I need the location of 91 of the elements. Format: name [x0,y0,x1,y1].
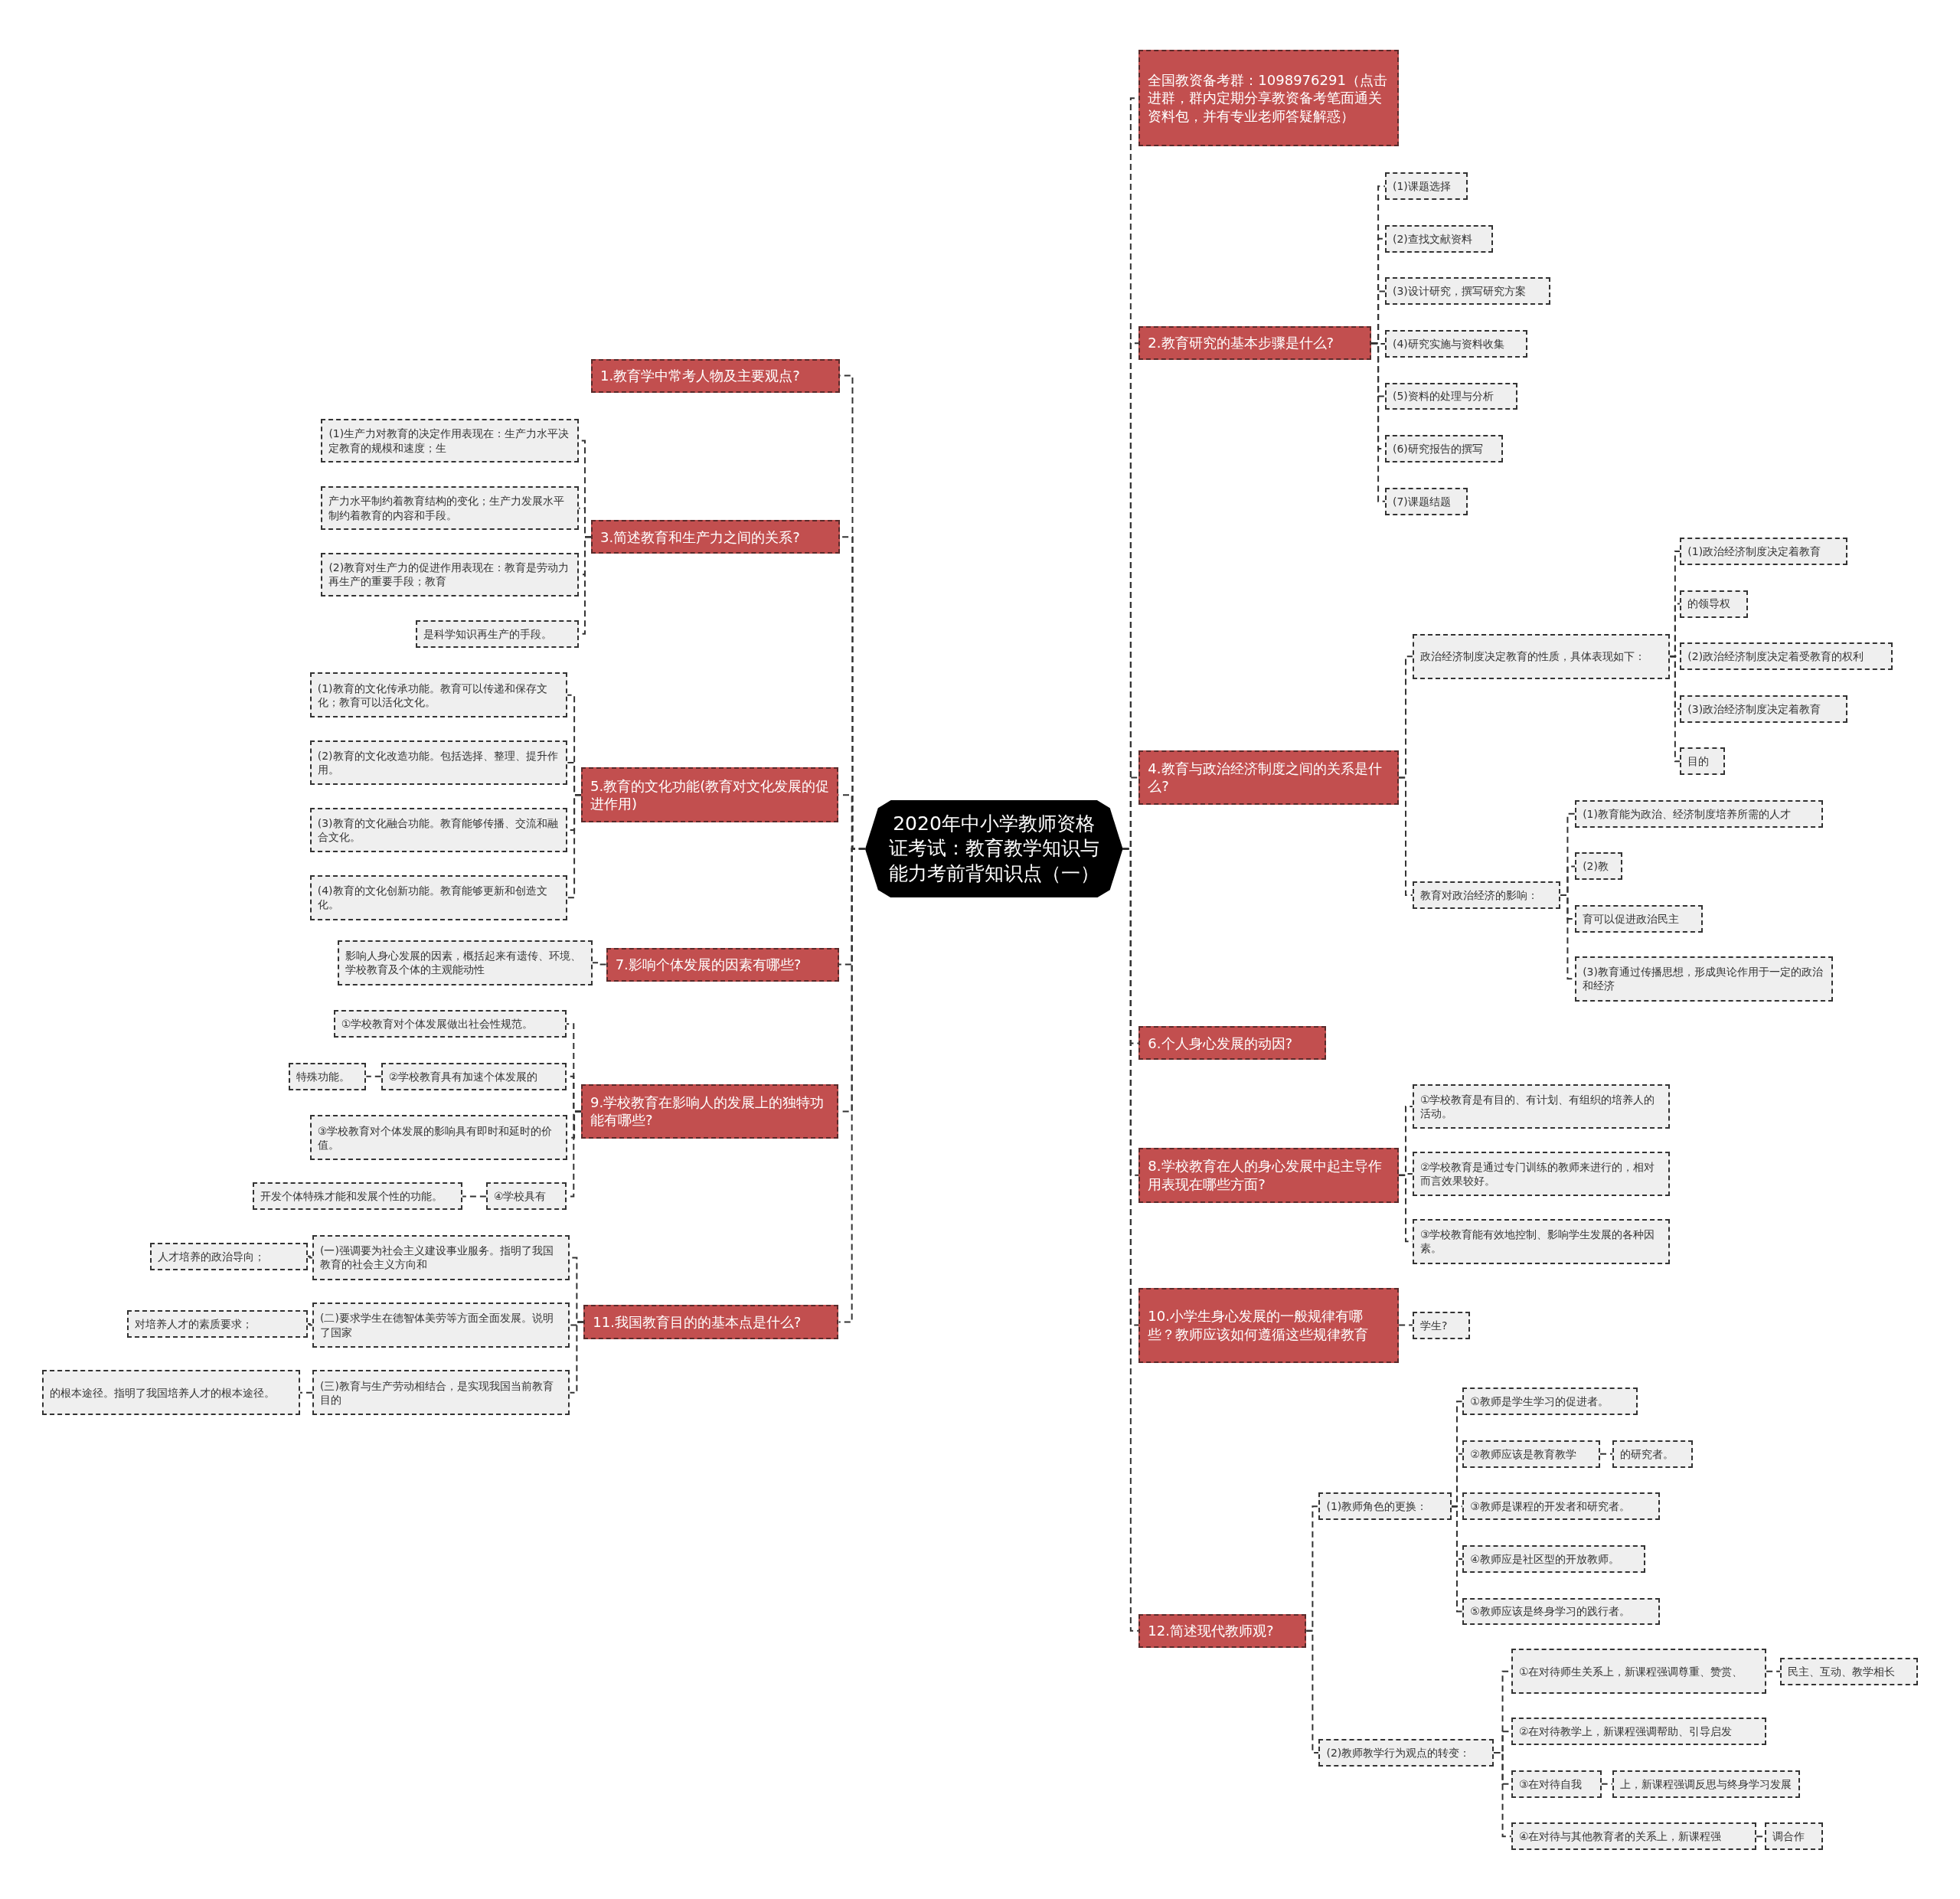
connector-line [1370,342,1386,502]
note-box: (1)教育能为政治、经济制度培养所需的人才 [1575,799,1823,828]
topic-box: 12.简述现代教师观? [1138,1613,1307,1648]
topic-box: 8.学校教育在人的身心发展中起主导作用表现在哪些方面? [1138,1147,1400,1203]
topic-box: 11.我国教育目的的基本点是什么? [583,1305,839,1339]
note-box: ①学校教育对个体发展做出社会性规范。 [333,1010,567,1038]
connector-line [306,1323,313,1326]
note-box: ②教师应该是教育教学 [1462,1440,1600,1468]
note-box: (4)教育的文化创新功能。教育能够更新和创造文化。 [309,874,568,920]
connector-line [299,1391,313,1394]
note-box: (3)设计研究，撰写研究方案 [1384,277,1550,306]
connector-line [1122,848,1140,1632]
note-box: 的研究者。 [1612,1440,1693,1468]
note-box: 特殊功能。 [288,1062,367,1090]
connector-line [365,1075,382,1077]
note-box: ③在对待自我 [1511,1770,1602,1798]
note-box: 人才培养的政治导向； [149,1242,308,1270]
note-box: 育可以促进政治民主 [1575,905,1703,933]
topic-box: 4.教育与政治经济制度之间的关系是什么? [1138,750,1400,806]
note-box: (1)教师角色的更换： [1318,1492,1452,1521]
connector-line [1766,1670,1781,1672]
note-box: (6)研究报告的撰写 [1384,435,1503,463]
note-box: 目的 [1680,747,1726,776]
note-box: (3)教育通过传播思想，形成舆论作用于一定的政治和经济 [1575,956,1833,1002]
note-box: 学生? [1412,1311,1471,1339]
connector-line [591,962,607,966]
central-topic: 2020年中小学教师资格证考试：教育教学知识与能力考前背知识点（一） [864,799,1123,898]
topic-box: 2.教育研究的基本步骤是什么? [1138,326,1372,361]
note-box: (2)政治经济制度决定着受教育的权利 [1680,642,1893,671]
note-box: 政治经济制度决定教育的性质，具体表现如下： [1412,633,1671,679]
note-box: (2)教 [1575,852,1623,881]
note-box: 是科学知识再生产的手段。 [416,619,579,648]
note-box: (5)资料的处理与分析 [1384,382,1518,410]
connector-line [1450,1505,1464,1613]
note-box: (1)课题选择 [1384,172,1468,201]
connector-line [462,1195,487,1198]
note-box: ③学校教育能有效地控制、影响学生发展的各种因素。 [1412,1218,1671,1264]
note-box: (一)强调要为社会主义建设事业服务。指明了我国教育的社会主义方向和 [312,1235,570,1280]
note-box: 影响人身心发展的因素，概括起来有遗传、环境、学校教育及个体的主观能动性 [337,940,593,985]
note-box: ④在对待与其他教育者的关系上，新课程强 [1511,1822,1757,1851]
note-box: ①在对待师生关系上，新课程强调尊重、赞赏、 [1511,1649,1767,1695]
connector-line [1305,1629,1320,1754]
topic-box: 7.影响个体发展的因素有哪些? [606,947,839,982]
topic-box: 9.学校教育在影响人的发展上的独特功能有哪些? [580,1084,839,1139]
note-box: ④教师应是社区型的开放教师。 [1462,1544,1645,1573]
topic-box: 1.教育学中常考人物及主要观点? [591,358,841,393]
note-box: (4)研究实施与资料收集 [1384,330,1528,358]
note-box: (1)政治经济制度决定着教育 [1680,538,1848,565]
note-box: ①教师是学生学习的促进者。 [1462,1387,1638,1416]
connector-line [1398,1324,1413,1326]
note-box: ②学校教育具有加速个体发展的 [381,1062,567,1090]
note-box: 的领导权 [1680,590,1748,618]
note-box: ③教师是课程的开发者和研究者。 [1462,1492,1661,1521]
note-box: ④学校具有 [485,1182,567,1211]
note-box: 调合作 [1765,1822,1823,1851]
note-box: ⑤教师应该是终身学习的践行者。 [1462,1597,1661,1626]
connector-line [567,794,582,899]
note-box: ①学校教育是有目的、有计划、有组织的培养人的活动。 [1412,1084,1671,1129]
connector-line [1600,1783,1614,1785]
topic-box: 全国教资备考群：1098976291（点击进群，群内定期分享教资备考笔面通关资料包，并有专业老师答疑解惑） [1138,50,1400,146]
note-box: (2)查找文献资料 [1384,224,1493,253]
connector-line [1669,655,1681,763]
note-box: ②在对待教学上，新课程强调帮助、引导启发 [1511,1718,1767,1746]
connector-line [1599,1453,1614,1455]
connector-line [569,1321,585,1394]
note-box: (7)课题结题 [1384,487,1468,515]
note-box: 对培养人才的素质要求； [127,1310,308,1338]
note-box: 产力水平制约着教育结构的变化；生产力发展水平制约着教育的内容和手段。 [321,486,579,531]
note-box: ③学校教育对个体发展的影响具有即时和延时的价值。 [309,1115,568,1161]
connector-line [1493,1752,1512,1838]
note-box: (2)教育对生产力的促进作用表现在：教育是劳动力再生产的重要手段；教育 [321,552,579,597]
note-box: (3)教育的文化融合功能。教育能够传播、交流和融合文化。 [309,807,568,853]
note-box: (二)要求学生在德智体美劳等方面全面发展。说明了国家 [312,1302,570,1348]
topic-box: 6.个人身心发展的动因? [1138,1026,1327,1061]
connector-line [306,1255,313,1259]
note-box: 教育对政治经济的影响： [1412,881,1560,909]
topic-box: 3.简述教育和生产力之间的关系? [591,520,841,554]
note-box: 上，新课程强调反思与终身学习发展 [1612,1770,1801,1798]
note-box: ②学校教育是通过专门训练的教师来进行的，相对而言效果较好。 [1412,1151,1671,1197]
topic-box: 10.小学生身心发展的一般规律有哪些？教师应该如何遵循这些规律教育 [1138,1287,1400,1363]
note-box: (1)生产力对教育的决定作用表现在：生产力水平决定教育的规模和速度；生 [321,418,579,463]
note-box: 民主、互动、教学相长 [1779,1657,1918,1685]
note-box: 开发个体特殊才能和发展个性的功能。 [252,1182,463,1211]
note-box: (3)政治经济制度决定着教育 [1680,695,1848,723]
note-box: (2)教师教学行为观点的转变： [1318,1739,1494,1767]
note-box: (三)教育与生产劳动相结合，是实现我国当前教育目的 [312,1370,570,1416]
note-box: (2)教育的文化改造功能。包括选择、整理、提升作用。 [309,740,568,786]
connector-line [1398,776,1413,896]
note-box: 的根本途径。指明了我国培养人才的根本途径。 [42,1370,300,1416]
note-box: (1)教育的文化传承功能。教育可以传递和保存文化；教育可以活化文化。 [309,672,568,718]
topic-box: 5.教育的文化功能(教育对文化发展的促进作用) [580,767,839,823]
